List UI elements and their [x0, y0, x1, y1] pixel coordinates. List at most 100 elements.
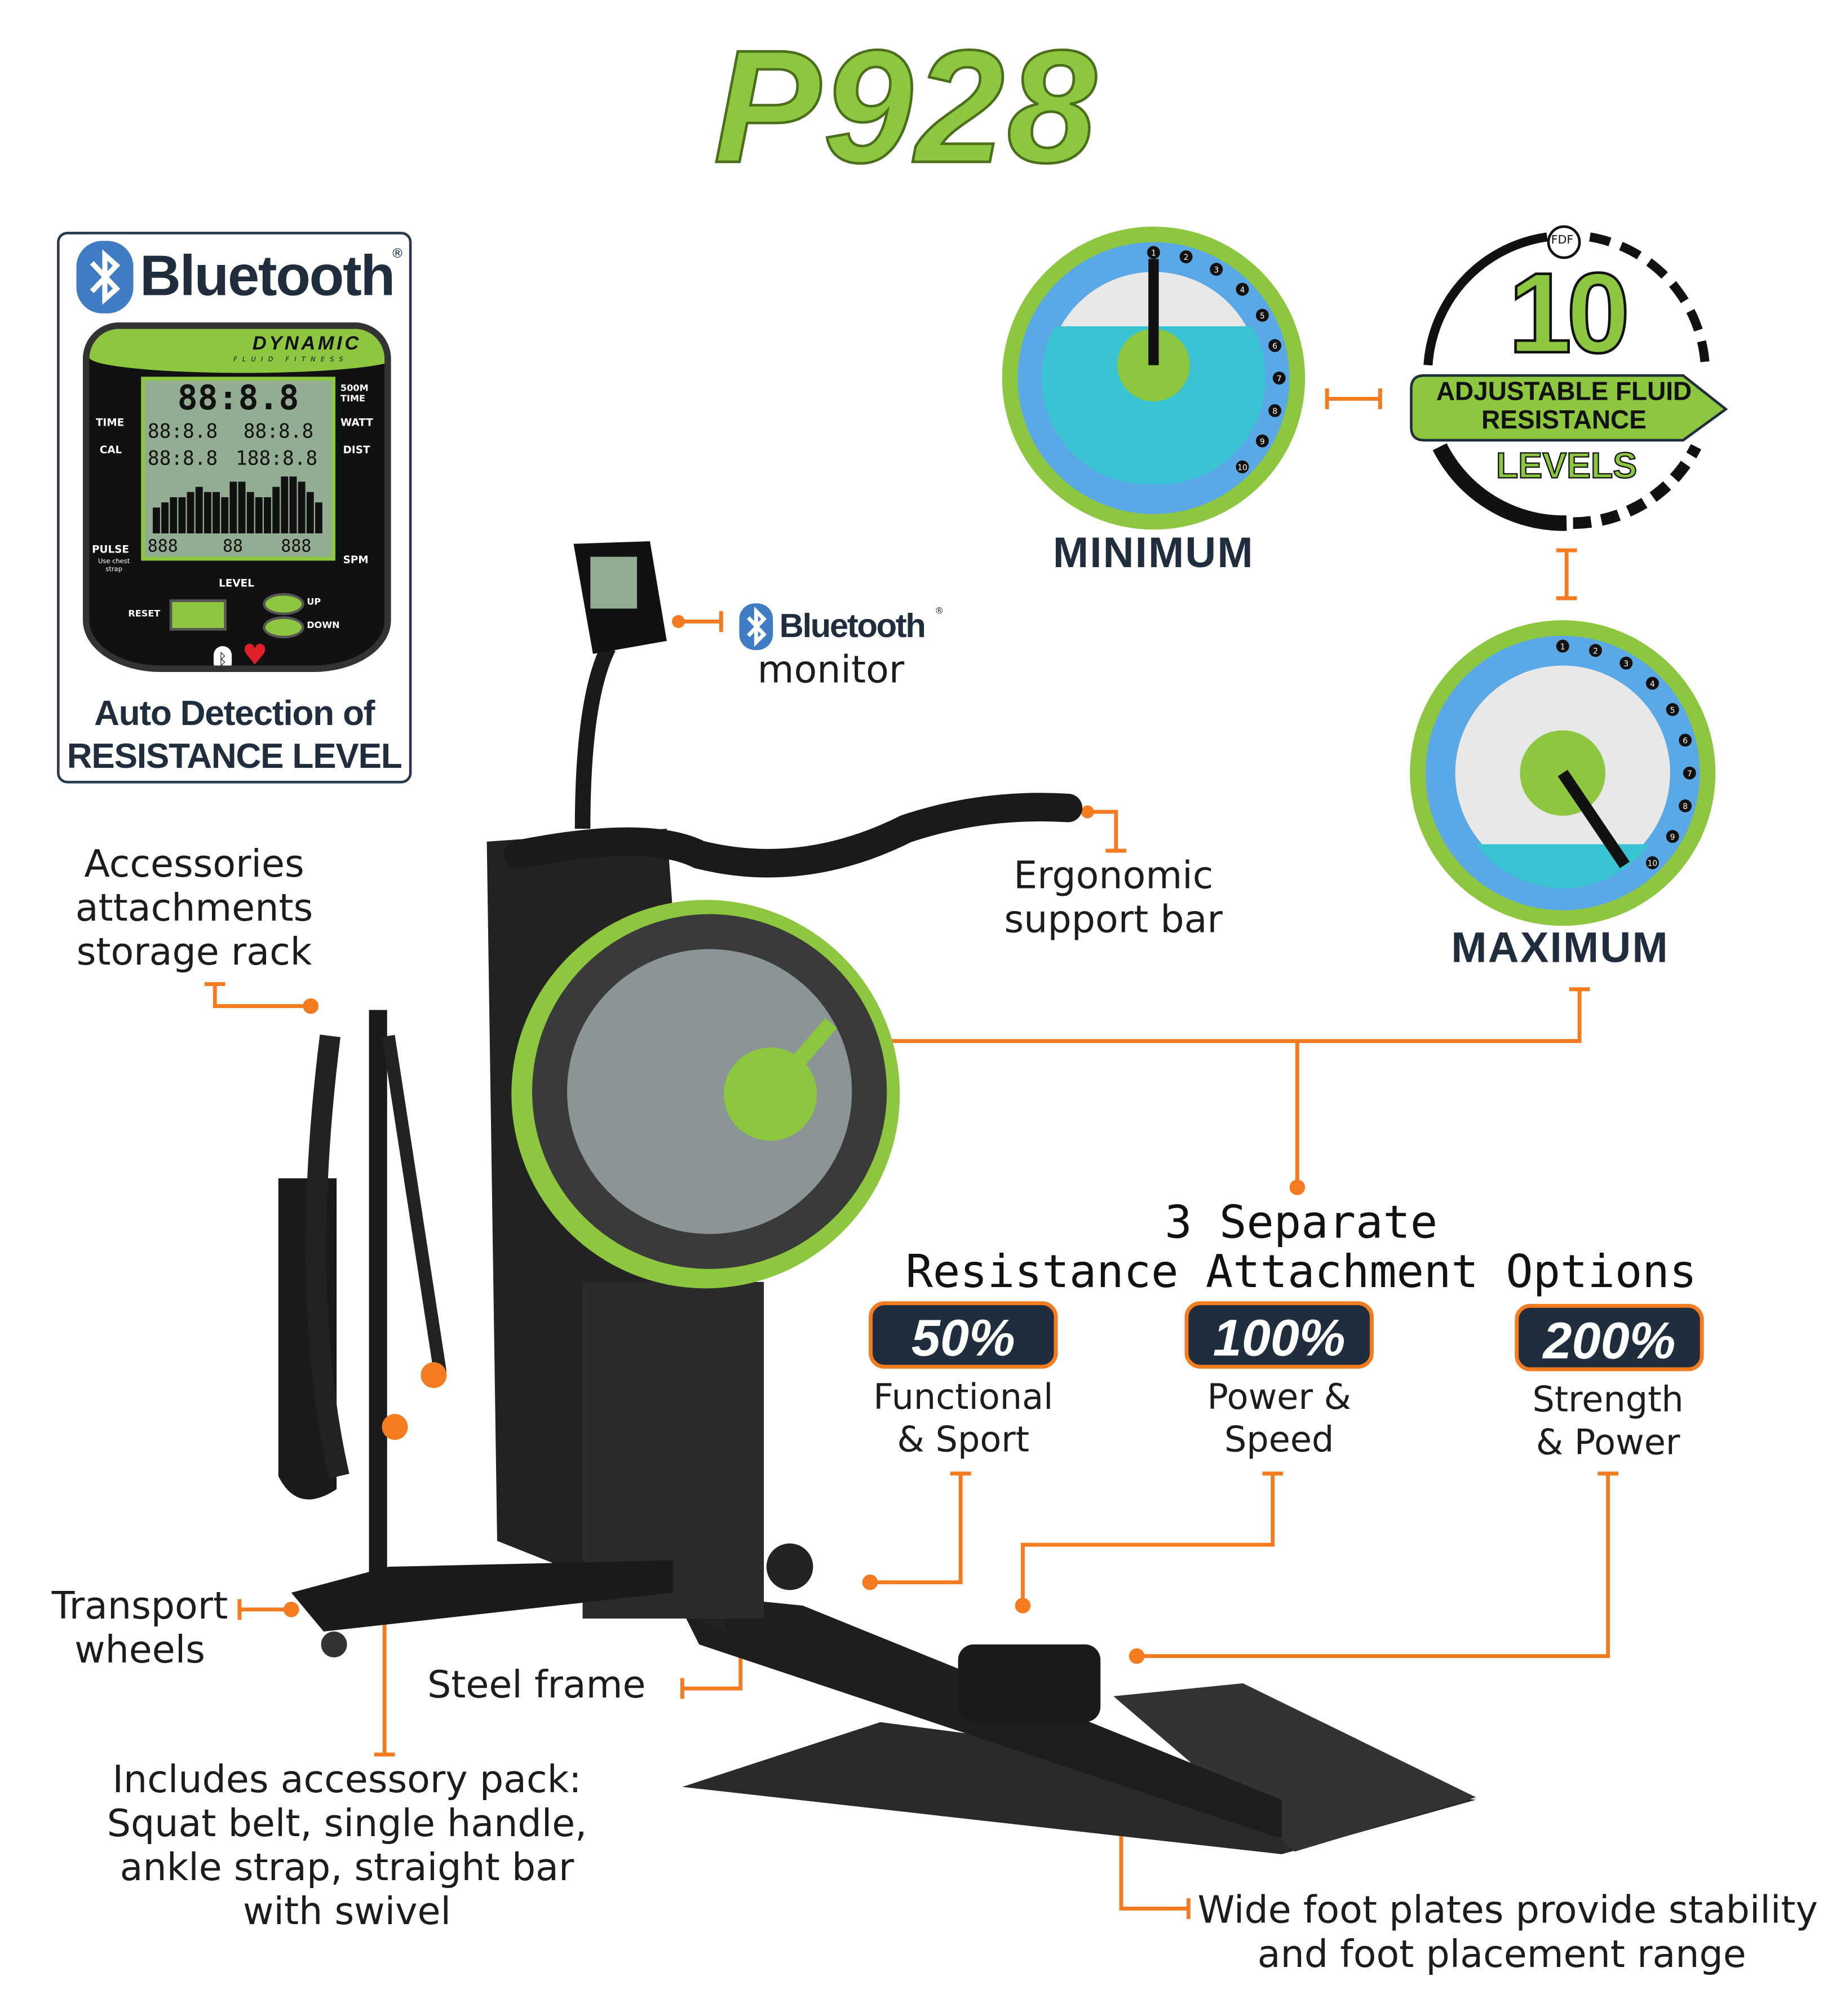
lcd-dist: 188:8.8 [236, 446, 318, 470]
dynamic-logo: DYNAMIC [252, 333, 361, 355]
lcd-screen: 88:8.8 88:8.8 88:8.8 88:8.8 188:8.8 888 … [141, 377, 335, 561]
caption-line2: RESISTANCE LEVEL [67, 736, 402, 776]
lcd-bar [289, 476, 297, 534]
option-200-line2: & Power [1535, 1423, 1680, 1464]
dial-tick [1589, 644, 1602, 657]
options-heading-line1: 3 Separate [1165, 1197, 1438, 1250]
dial-tick [1666, 830, 1679, 843]
monitor-panel: DYNAMIC FLUID FITNESS 88:8.8 88:8.8 88:8… [82, 322, 391, 673]
dial-tick [1236, 282, 1249, 296]
lcd-watt: 88:8.8 [243, 419, 314, 443]
lcd-bar [229, 481, 237, 534]
lcd-bar [281, 476, 289, 534]
lcd-bar [238, 481, 246, 534]
bluetooth-brand: Bluetooth [140, 245, 395, 308]
transport-label: Transport wheels [49, 1584, 231, 1672]
lcd-bar [264, 497, 271, 534]
lcd-time: 88:8.8 [147, 419, 218, 443]
heart-rate-icon: ♥ [242, 639, 268, 673]
dial-tick [1147, 246, 1160, 259]
bluetooth-card: Bluetooth ® DYNAMIC FLUID FITNESS 88:8.8… [57, 232, 412, 784]
label-pulse: PULSE [92, 543, 129, 556]
dial-tick [1268, 339, 1282, 352]
option-100-line1: Power & [1207, 1377, 1352, 1418]
levels-line3: LEVELS [1495, 445, 1638, 486]
lcd-bar [170, 497, 178, 534]
registered-mark: ® [391, 247, 404, 262]
foot-plate-right [1113, 1683, 1476, 1852]
fdf-logo: FDF [1551, 234, 1574, 247]
dial-tick [1236, 460, 1249, 474]
dial-tick [1619, 656, 1633, 670]
lcd-bar [153, 507, 160, 534]
option-50-line1: Functional [873, 1377, 1054, 1418]
down-button[interactable] [263, 616, 304, 639]
label-spm: SPM [343, 554, 369, 566]
foot-line1: Wide foot plates provide stability [1197, 1887, 1818, 1932]
steel-frame-label: Steel frame [427, 1663, 646, 1707]
lcd-bar [221, 497, 229, 534]
dial-tick-label: 8 [1683, 802, 1688, 811]
dial-tick-label: 1 [1560, 643, 1565, 652]
accessories-label: Accessories attachments storage rack [65, 842, 324, 974]
dial-tick [1679, 733, 1692, 747]
attachment-block [958, 1644, 1101, 1722]
levels-banner [1410, 374, 1728, 442]
label-level: LEVEL [219, 577, 254, 590]
minimum-label: MINIMUM [1052, 528, 1254, 577]
rower-machine [278, 541, 1476, 1855]
lcd-bar-graph [153, 476, 322, 534]
accessories-line1: Accessories [84, 841, 304, 886]
straight-bar-strap [382, 1034, 447, 1374]
label-reset: RESET [128, 608, 161, 619]
dynamic-logo-sub: FLUID FITNESS [233, 356, 348, 364]
transport-wheel [321, 1631, 347, 1657]
option-100-line2: Speed [1224, 1420, 1334, 1461]
ergonomic-line1: Ergonomic [1014, 853, 1214, 898]
lcd-spm: 888 [281, 537, 312, 557]
handle-grip [421, 1362, 447, 1389]
accessories-line2: attachments [75, 886, 313, 930]
label-cal: CAL [99, 444, 122, 456]
lcd-pulse: 888 [147, 537, 178, 557]
ankle-strap [306, 1034, 349, 1479]
lcd-bar [306, 492, 314, 534]
dial-tick [1255, 434, 1269, 448]
option-200-badge: 200% [1515, 1303, 1704, 1372]
monitor-label: monitor [757, 647, 905, 692]
dial-tick [1179, 250, 1193, 263]
caption-line1: Auto Detection of [94, 694, 375, 733]
dial-tick-label: 3 [1214, 266, 1219, 275]
dial-tick-label: 4 [1650, 680, 1655, 689]
label-500m-time: 500M TIME [340, 383, 369, 404]
dial-tick-label: 10 [1648, 859, 1658, 868]
dial-tick [1268, 404, 1282, 417]
lcd-bar [203, 492, 211, 534]
dial-tick-label: 1 [1151, 249, 1156, 258]
dial-tick-label: 7 [1687, 770, 1692, 779]
dial-tick-label: 3 [1623, 660, 1629, 669]
options-heading-line2: Resistance Attachment Options [905, 1246, 1697, 1299]
lcd-level: 88 [223, 537, 244, 557]
reset-button[interactable] [169, 599, 227, 631]
lcd-bar [298, 481, 306, 534]
lcd-bar [195, 487, 203, 534]
dial-tick [1666, 703, 1679, 717]
levels-badge [1410, 225, 1728, 531]
pack-line2: Squat belt, single handle, [107, 1801, 587, 1845]
option-50-line2: & Sport [897, 1420, 1030, 1461]
monitor-registered-mark: ® [935, 605, 944, 617]
dial-tick-label: 2 [1184, 253, 1189, 262]
option-50-badge: 50% [869, 1301, 1058, 1369]
pack-line4: with swivel [242, 1889, 452, 1934]
foot-line2: and foot placement range [1257, 1931, 1746, 1976]
up-button[interactable] [263, 593, 304, 615]
option-50-desc: Functional & Sport [834, 1376, 1092, 1462]
dial-tick-label: 5 [1260, 312, 1265, 321]
rack-base [291, 1560, 674, 1632]
label-pulse-note: Use chest strap [98, 558, 130, 574]
